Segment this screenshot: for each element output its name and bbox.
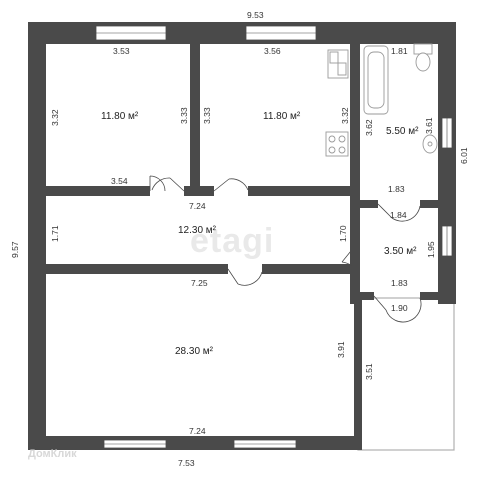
area-wc: 3.50 м² <box>384 246 417 257</box>
dim-living-right: 3.91 <box>336 341 346 358</box>
dim-bath-bottom: 1.83 <box>388 184 405 194</box>
fixtures <box>325 43 438 157</box>
dim-r2-top: 3.56 <box>264 46 281 56</box>
dim-r1-top: 3.53 <box>113 46 130 56</box>
dim-hall-bottom: 7.25 <box>191 278 208 288</box>
dim-r1-right: 3.33 <box>179 107 189 124</box>
dim-outer-bottom: 7.53 <box>178 458 195 468</box>
dim-hall-top: 7.24 <box>189 201 206 211</box>
dim-r1-bottom: 3.54 <box>111 176 128 186</box>
dim-r2-right: 3.32 <box>340 107 350 124</box>
dim-hall-right: 1.70 <box>338 225 348 242</box>
interior-walls <box>46 44 440 304</box>
dim-bath-right: 3.61 <box>424 117 434 134</box>
area-bath: 5.50 м² <box>386 126 419 137</box>
dim-hall-left: 1.71 <box>50 225 60 242</box>
dim-r2-left: 3.33 <box>202 107 212 124</box>
dim-wc-bottom: 1.83 <box>391 278 408 288</box>
dim-bath-top: 1.81 <box>391 46 408 56</box>
doors <box>149 175 422 323</box>
area-hall: 12.30 м² <box>178 225 217 236</box>
dim-balcony: 3.51 <box>364 363 374 380</box>
dim-outer-right: 6.01 <box>459 147 469 164</box>
dim-lower-small: 1.90 <box>391 303 408 313</box>
area-room2: 11.80 м² <box>263 111 301 122</box>
area-room1: 11.80 м² <box>101 111 139 122</box>
window-lines <box>96 32 448 445</box>
watermark: etagi <box>190 222 275 260</box>
balcony <box>357 297 455 451</box>
dim-outer-left: 9.57 <box>10 241 20 258</box>
area-living: 28.30 м² <box>175 346 214 357</box>
dim-living-top: 7.24 <box>189 426 206 436</box>
dim-wc-right: 1.95 <box>426 241 436 258</box>
dim-r1-left: 3.32 <box>50 109 60 126</box>
dim-outer-top: 9.53 <box>247 10 264 20</box>
dim-bath-left: 3.62 <box>364 119 374 136</box>
dim-wc-top: 1.84 <box>390 210 407 220</box>
brand-logo: ДомКлик <box>28 448 77 460</box>
